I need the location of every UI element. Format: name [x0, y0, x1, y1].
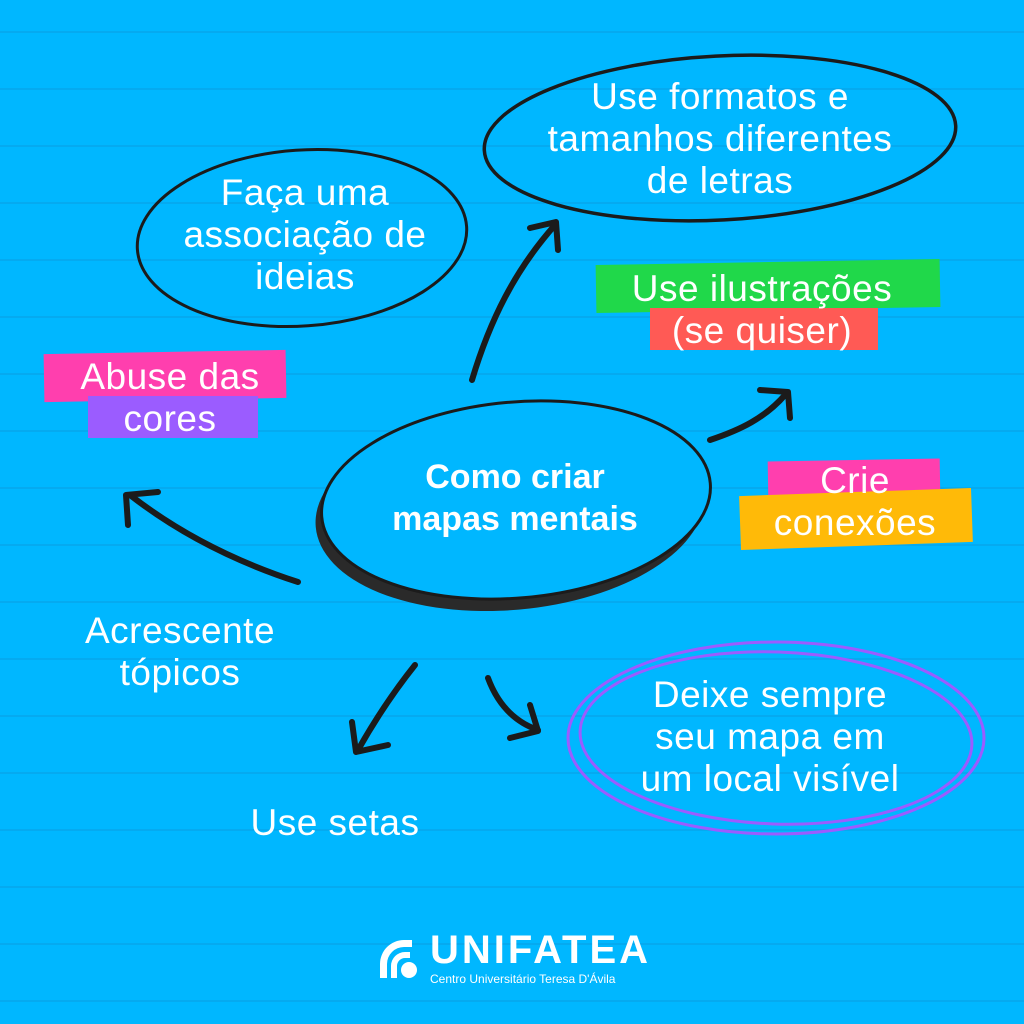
- node-text: de letras: [646, 160, 794, 201]
- highlight-yellow: [739, 487, 973, 551]
- arrow-up: [469, 219, 561, 383]
- node-text: Acrescente: [84, 610, 276, 651]
- logo-icon: [380, 940, 417, 978]
- arrow-left: [123, 489, 301, 585]
- highlight-pink-crie: [767, 458, 941, 500]
- logo-subtitle: Centro Universitário Teresa D'Ávila: [430, 972, 616, 986]
- node-text: ideias: [255, 256, 355, 297]
- highlight-pink-cores: [43, 349, 287, 403]
- bubble-visivel-outer: [566, 640, 986, 836]
- node-text: cores: [123, 398, 217, 439]
- node-conexoes: Crie conexões: [735, 460, 975, 544]
- node-setas: Use setas: [250, 802, 420, 843]
- center-title: Como criar mapas mentais: [355, 456, 675, 540]
- bubble-associacao: [135, 147, 469, 329]
- node-visivel: Deixe sempre seu mapa em um local visíve…: [600, 674, 940, 800]
- unifatea-logo: UNIFATEA Centro Universitário Teresa D'Á…: [374, 930, 651, 986]
- node-text: Use formatos e: [591, 76, 849, 117]
- logo-name: UNIFATEA: [430, 928, 652, 972]
- node-text: um local visível: [640, 758, 900, 799]
- node-formatos: Use formatos e tamanhos diferentes de le…: [500, 76, 940, 202]
- node-topicos: Acrescente tópicos: [60, 610, 300, 694]
- highlight-green: [595, 259, 941, 314]
- center-title-line: mapas mentais: [392, 500, 638, 538]
- node-text: tamanhos diferentes: [547, 118, 893, 159]
- node-cores: Abuse das cores: [44, 356, 296, 440]
- node-text: Use ilustrações: [631, 268, 893, 309]
- bubble-formatos: [482, 53, 958, 223]
- arrow-down-left: [349, 662, 418, 755]
- bubble-visivel-inner: [578, 650, 974, 826]
- arrow-down-right: [485, 675, 541, 741]
- node-associacao: Faça uma associação de ideias: [160, 172, 450, 298]
- arrow-right: [707, 387, 793, 443]
- center-bubble: [320, 399, 712, 601]
- highlight-purple: [88, 396, 258, 438]
- node-text: seu mapa em: [655, 716, 885, 757]
- node-text: (se quiser): [671, 310, 853, 351]
- node-ilustracoes: Use ilustrações (se quiser): [590, 268, 934, 352]
- highlight-red: [650, 308, 878, 350]
- node-text: associação de: [183, 214, 427, 255]
- node-text: tópicos: [119, 652, 241, 693]
- center-title-line: Como criar: [425, 458, 605, 496]
- node-text: Faça uma: [220, 172, 390, 213]
- node-text: conexões: [773, 502, 937, 543]
- node-text: Crie: [820, 460, 890, 501]
- node-text: Abuse das: [80, 356, 260, 397]
- node-text: Deixe sempre: [652, 674, 888, 715]
